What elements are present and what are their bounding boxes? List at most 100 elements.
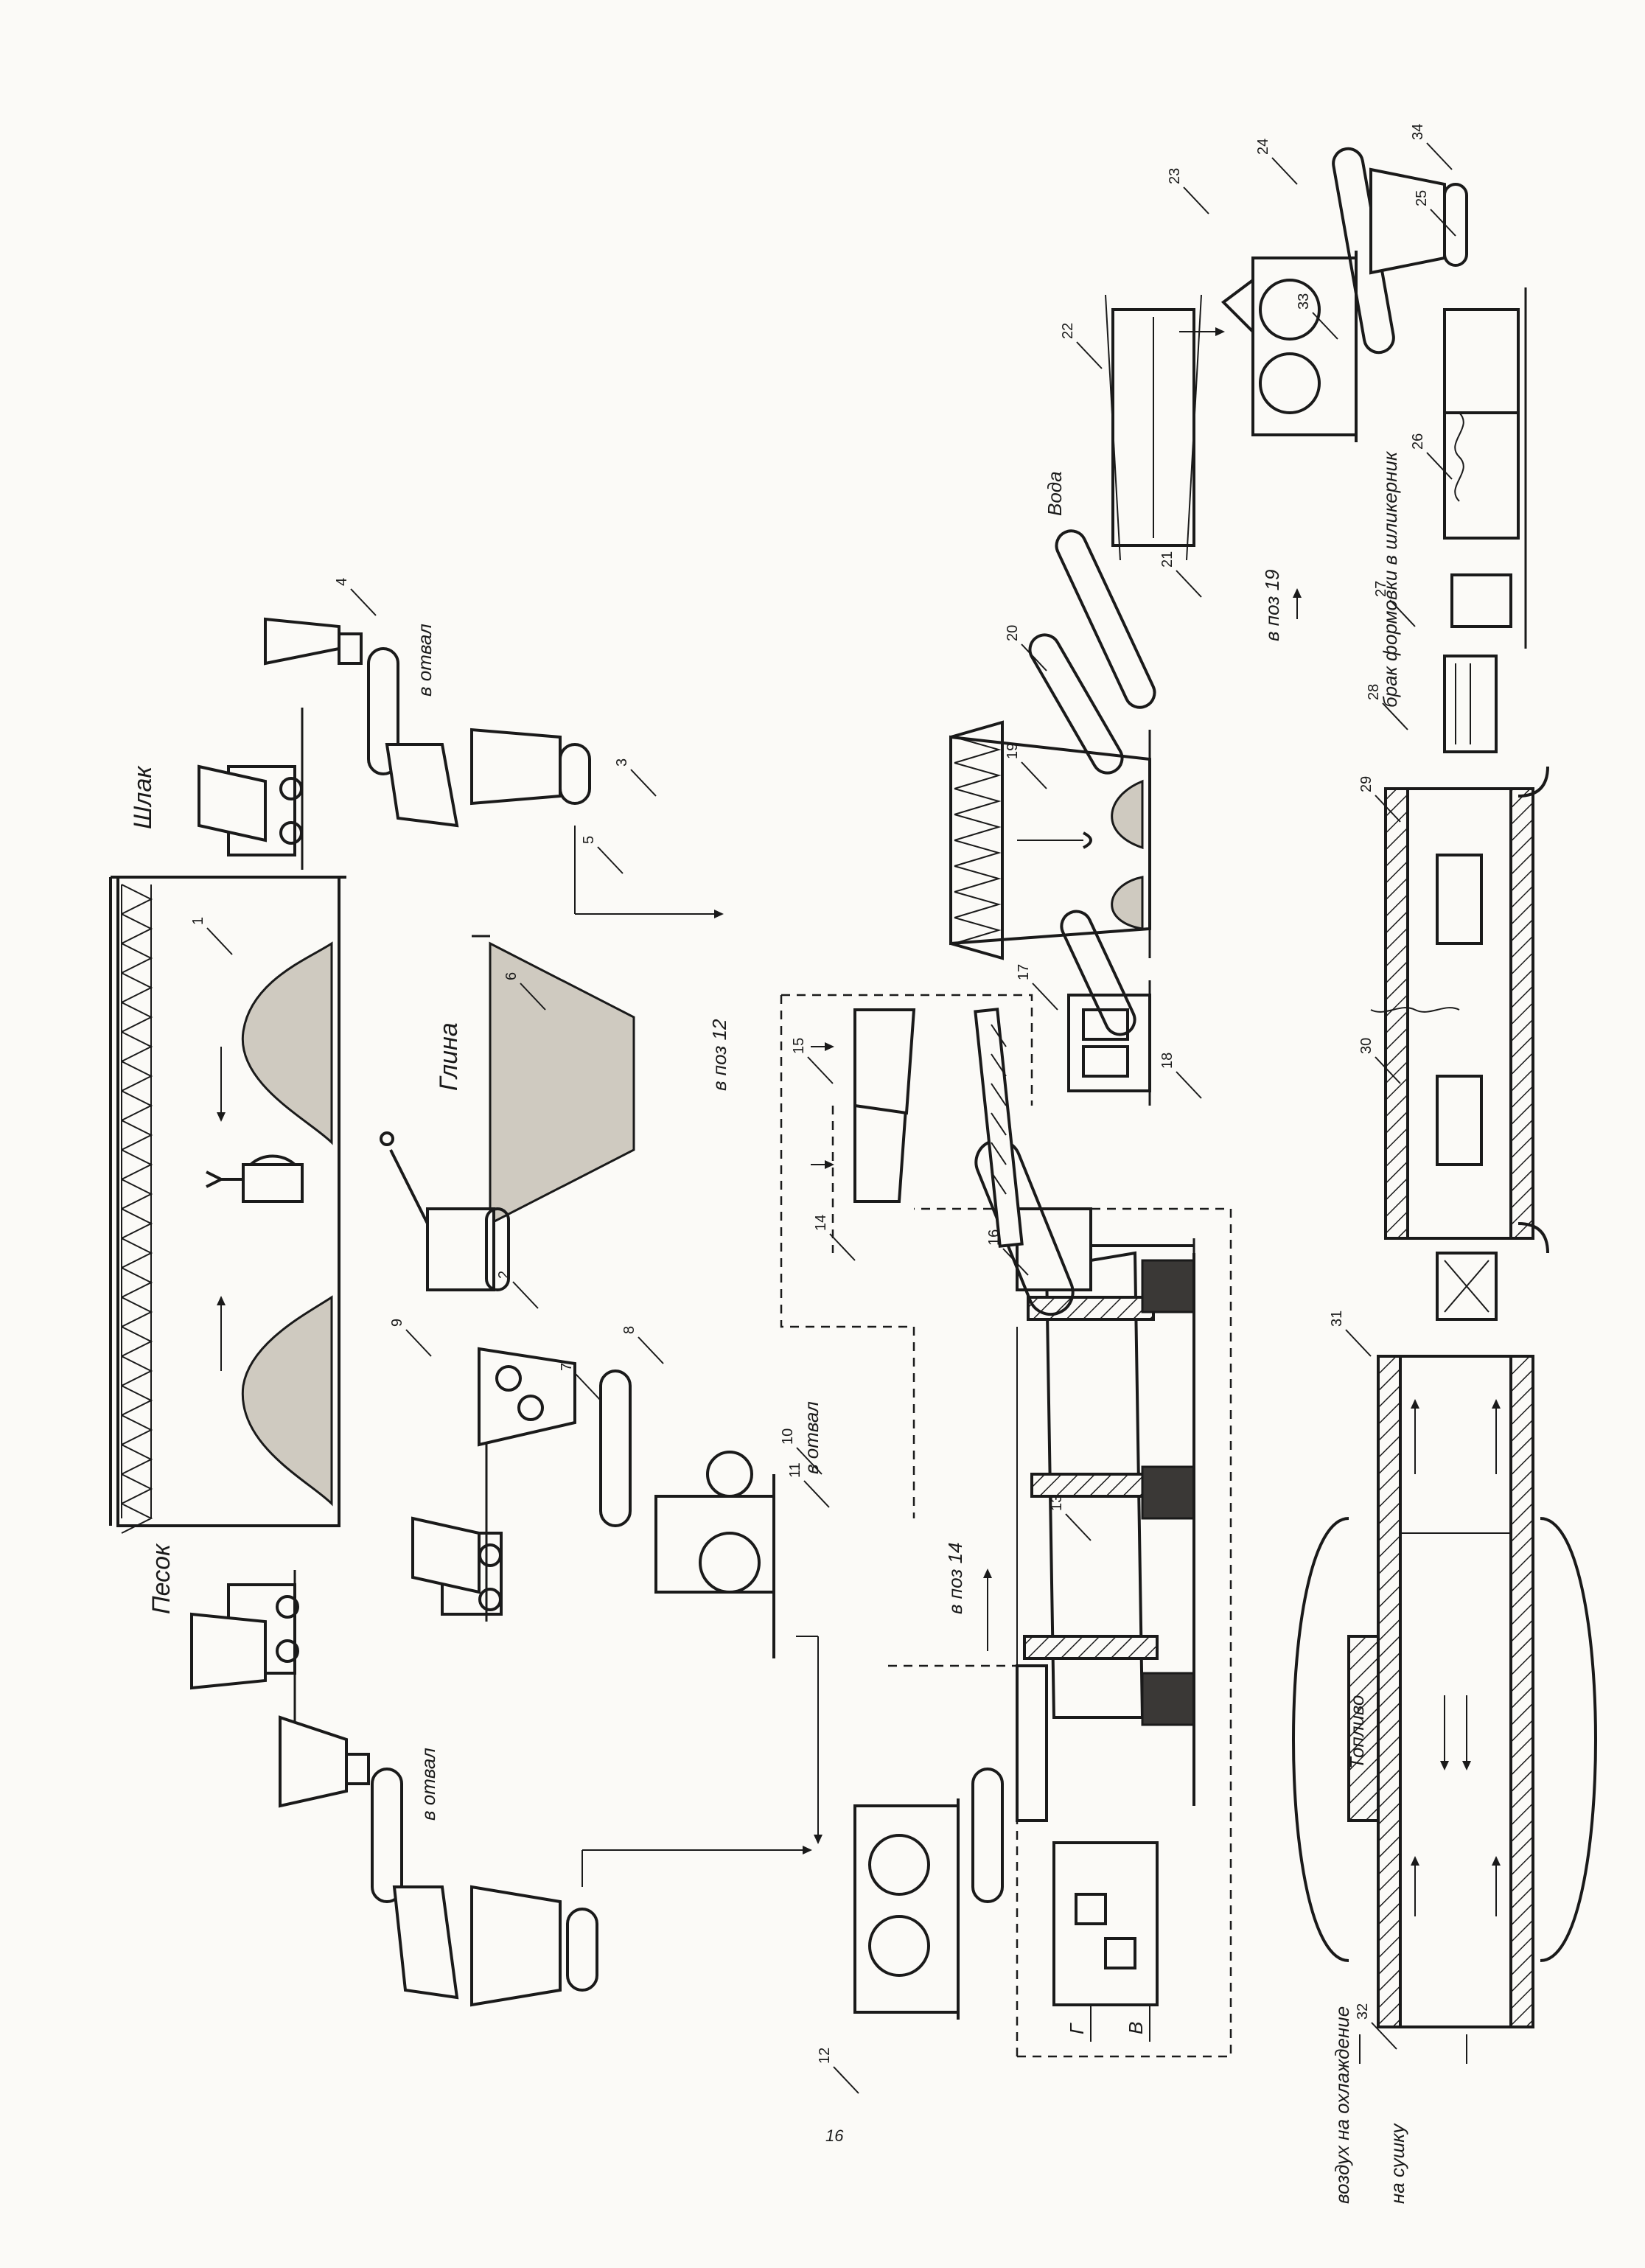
leader-line-14 <box>829 1233 856 1261</box>
leader-line-29 <box>1375 795 1401 823</box>
dump-truck-sand <box>190 1583 299 1690</box>
drying-drum <box>1016 1207 1195 1822</box>
leader-line-15 <box>807 1056 834 1084</box>
screw-conveyor-cyclones <box>974 1008 1024 1248</box>
to-drying-label: на сушку <box>1386 2122 1408 2204</box>
position-number-10: 10 <box>780 1428 796 1445</box>
position-number-3: 3 <box>614 758 630 767</box>
silo-slag <box>470 727 591 806</box>
leader-line-33 <box>1312 312 1338 340</box>
position-number-33: 33 <box>1296 293 1312 310</box>
position-number-13: 13 <box>1049 1495 1065 1511</box>
clay-line: в отвал <box>411 1347 822 1658</box>
multi-bucket-storage <box>949 720 1151 960</box>
leader-line-16 <box>1002 1248 1029 1276</box>
gas-label: Г <box>1066 2023 1088 2034</box>
leader-line-18 <box>1176 1071 1202 1099</box>
position-number-23: 23 <box>1167 168 1183 184</box>
transfer-car <box>1436 1252 1498 1321</box>
batch-mixer <box>1067 980 1151 1106</box>
leader-line-24 <box>1271 157 1298 185</box>
grab-crane <box>206 1154 304 1203</box>
leader-line-13 <box>1065 1513 1092 1541</box>
receiving-hopper-slag <box>264 617 363 666</box>
position-number-31: 31 <box>1329 1311 1345 1327</box>
position-number-7: 7 <box>559 1363 575 1371</box>
silo-sand <box>470 1885 598 2007</box>
position-number-21: 21 <box>1159 551 1176 568</box>
position-number-12: 12 <box>817 2048 833 2064</box>
position-number-24: 24 <box>1255 139 1271 155</box>
receiving-hopper-sand <box>279 1715 370 1808</box>
air-cooling-label: воздух на охлаждение <box>1331 2006 1353 2204</box>
bridge-crane-truss <box>949 720 1004 960</box>
screen-sand <box>392 1885 459 2000</box>
position-number-30: 30 <box>1358 1038 1375 1054</box>
air-label: В <box>1125 2022 1147 2034</box>
belt-conveyor-slag-1 <box>367 647 399 775</box>
position-number-5: 5 <box>581 836 597 844</box>
position-number-1: 1 <box>190 917 206 925</box>
to-pos-12-label: в поз 12 <box>708 1019 730 1091</box>
position-number-27: 27 <box>1373 581 1389 597</box>
position-number-6: 6 <box>503 972 520 980</box>
sand-pile <box>241 941 333 1145</box>
leader-line-9 <box>405 1329 432 1357</box>
leader-line-23 <box>1183 186 1209 214</box>
leader-line-27 <box>1389 599 1416 627</box>
water-label: Вода <box>1044 471 1066 516</box>
edge-runner-mill <box>654 1451 775 1658</box>
roller-crusher <box>853 1798 960 2020</box>
position-number-2: 2 <box>496 1271 512 1279</box>
position-number-22: 22 <box>1060 323 1076 339</box>
inclined-conveyor-press <box>1028 633 1124 775</box>
position-number-29: 29 <box>1358 776 1375 792</box>
position-number-8: 8 <box>621 1326 638 1334</box>
position-number-14: 14 <box>813 1215 829 1231</box>
reject-label: брак формовки в шликерник <box>1379 450 1401 708</box>
position-numbers: 1234567891011121314151617181920212223242… <box>190 124 1456 2094</box>
furnace-burner: Г В <box>1052 1841 1159 2042</box>
position-number-34: 34 <box>1410 124 1426 140</box>
slag-line: Шлак в отвал в поз 12 <box>129 617 730 1091</box>
leader-line-5 <box>597 846 624 874</box>
fine-grinding-rollers <box>1220 251 1358 442</box>
leader-line-20 <box>1021 643 1047 671</box>
to-pos-14-label: в поз 14 <box>944 1543 966 1615</box>
leader-line-3 <box>630 769 657 797</box>
position-number-17: 17 <box>1016 964 1032 980</box>
leader-line-1 <box>206 927 233 955</box>
leader-line-31 <box>1345 1329 1372 1357</box>
position-number-18: 18 <box>1159 1053 1176 1069</box>
leader-line-4 <box>350 588 377 616</box>
position-number-26: 26 <box>1410 433 1426 450</box>
belt-conveyor-water <box>1055 529 1156 709</box>
position-number-11: 11 <box>787 1462 803 1478</box>
page-number: 16 <box>825 2126 844 2145</box>
leader-line-8 <box>638 1336 664 1364</box>
position-number-20: 20 <box>1005 625 1021 641</box>
leader-line-32 <box>1371 2022 1397 2050</box>
position-number-15: 15 <box>791 1038 807 1054</box>
leader-line-11 <box>803 1480 830 1508</box>
belt-conveyor-clay-1 <box>599 1369 632 1527</box>
leader-line-21 <box>1176 570 1202 598</box>
to-dump-label-3: в отвал <box>417 1748 439 1821</box>
cutting-machine <box>1450 560 1527 649</box>
leader-line-7 <box>575 1373 601 1401</box>
leader-line-30 <box>1375 1056 1401 1084</box>
to-dump-label-2: в отвал <box>800 1401 822 1474</box>
to-dump-label-1: в отвал <box>413 624 436 697</box>
belt-conveyor-sand-1 <box>371 1768 403 1903</box>
clay-quarry: Глина <box>380 935 635 1291</box>
position-number-9: 9 <box>389 1319 405 1327</box>
sand-label: Песок <box>147 1543 175 1614</box>
leader-line-17 <box>1032 983 1058 1011</box>
leader-line-28 <box>1382 702 1408 730</box>
leader-line-6 <box>520 983 546 1011</box>
position-number-19: 19 <box>1005 743 1021 759</box>
double-shaft-mixer <box>1105 294 1202 561</box>
box-feeder-crusher <box>478 1347 576 1447</box>
